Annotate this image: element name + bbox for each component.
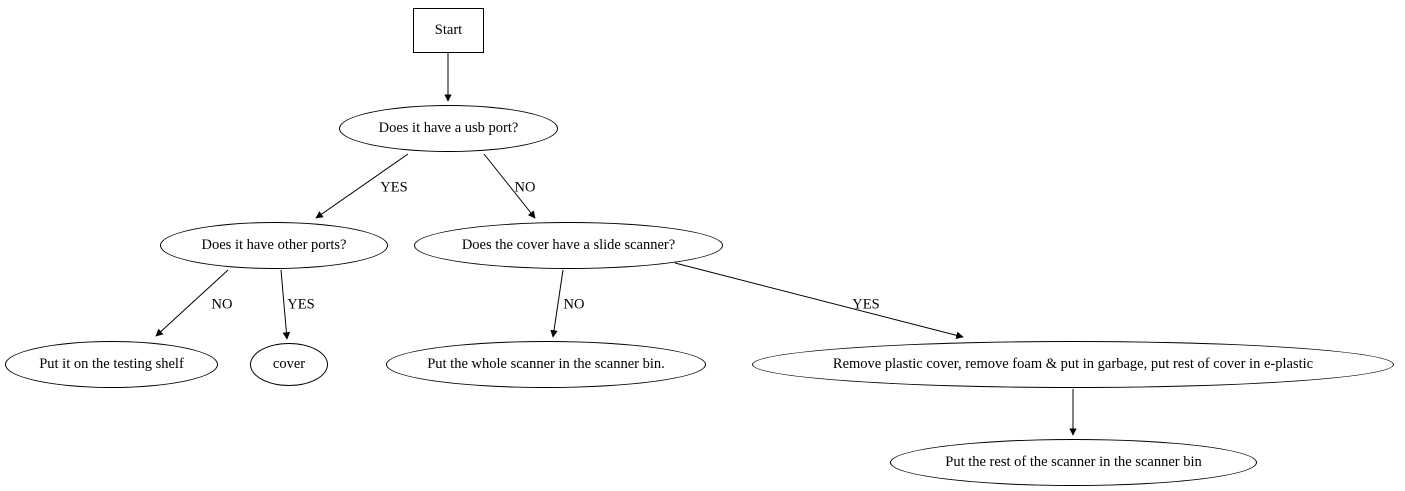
edge-label-slide-no: NO — [563, 296, 585, 313]
edge-slide-no-to-scanner-bin — [550, 269, 564, 338]
node-start-label: Start — [434, 22, 463, 38]
edge-label-usb-yes: YES — [380, 179, 408, 196]
edge-label-other-ports-no: NO — [211, 296, 233, 313]
node-testing-shelf-label: Put it on the testing shelf — [39, 356, 184, 372]
edge-label-other-ports-yes: YES — [287, 296, 315, 313]
node-start: Start — [413, 8, 484, 53]
node-rest-scanner: Put the rest of the scanner in the scann… — [890, 439, 1257, 486]
node-usb-port-question: Does it have a usb port? — [339, 105, 558, 152]
edge-label-usb-no: NO — [514, 179, 536, 196]
node-cover-label: cover — [272, 356, 306, 372]
node-cover: cover — [250, 343, 328, 386]
node-remove-cover-label: Remove plastic cover, remove foam & put … — [832, 356, 1314, 372]
node-remove-cover: Remove plastic cover, remove foam & put … — [752, 341, 1394, 388]
node-scanner-bin-label: Put the whole scanner in the scanner bin… — [427, 356, 665, 372]
node-scanner-bin: Put the whole scanner in the scanner bin… — [386, 341, 706, 388]
edge-other-ports-yes-to-cover — [280, 269, 291, 340]
node-slide-scanner-label: Does the cover have a slide scanner? — [461, 237, 676, 253]
node-testing-shelf: Put it on the testing shelf — [5, 341, 218, 388]
edge-label-slide-yes: YES — [852, 296, 880, 313]
node-other-ports-label: Does it have other ports? — [201, 237, 347, 253]
node-other-ports-question: Does it have other ports? — [160, 222, 388, 269]
node-usb-port-label: Does it have a usb port? — [378, 120, 519, 136]
node-rest-scanner-label: Put the rest of the scanner in the scann… — [945, 454, 1202, 470]
edge-slide-yes-to-remove-cover — [674, 262, 964, 339]
node-slide-scanner-question: Does the cover have a slide scanner? — [414, 222, 723, 269]
